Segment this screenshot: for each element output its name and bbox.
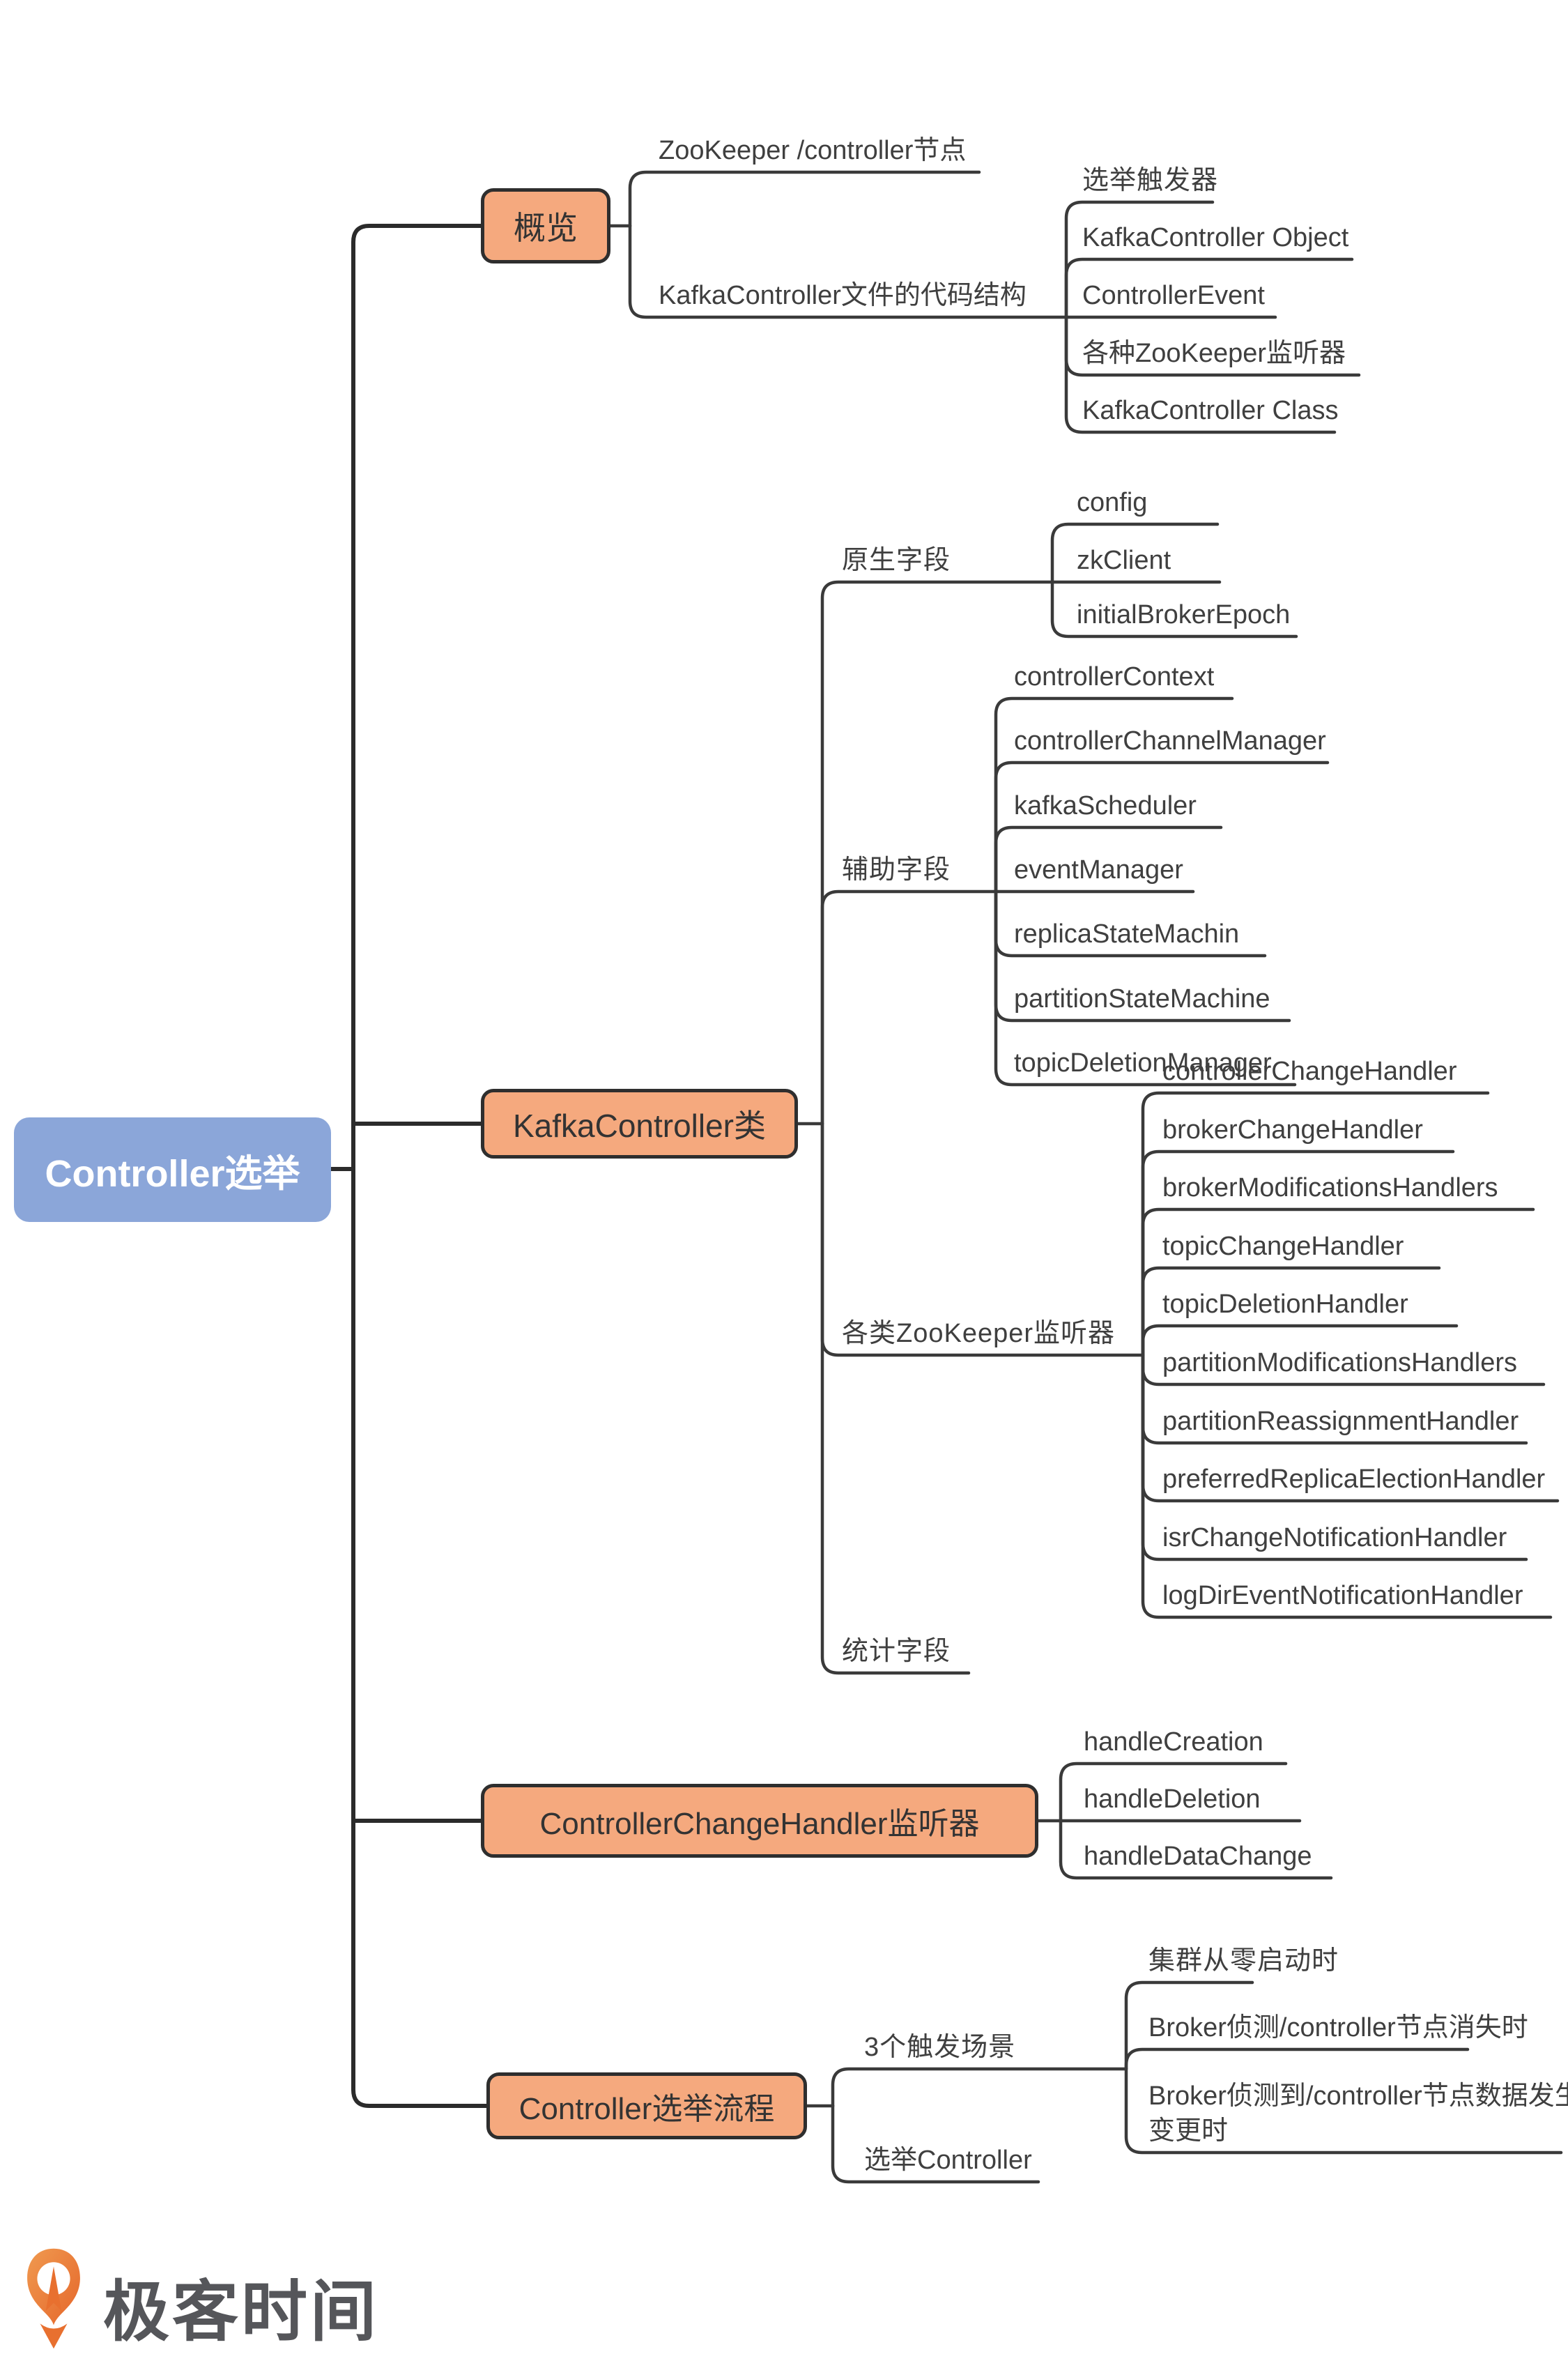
topic-config[interactable]: config [1077,488,1148,517]
topic-controllerchangehandler[interactable]: controllerChangeHandler [1162,1057,1457,1086]
topic-isrchangenotificationhandler[interactable]: isrChangeNotificationHandler [1162,1523,1507,1552]
topic-zookeeper-controller-node[interactable]: ZooKeeper /controller节点 [659,136,967,165]
topic-logdireventnotificationhandler[interactable]: logDirEventNotificationHandler [1162,1581,1523,1610]
topic-topicdeletionmanager[interactable]: topicDeletionManager [1014,1048,1272,1078]
topic-label: KafkaController类 [512,1108,767,1144]
topic-partitionmodificationshandlers[interactable]: partitionModificationsHandlers [1162,1348,1518,1377]
topic-statistics-fields[interactable]: 统计字段 [842,1637,951,1666]
topic-handledeletion[interactable]: handleDeletion [1084,1785,1261,1814]
topic-election-trigger[interactable]: 选举触发器 [1082,166,1219,195]
topic-kafkacontroller-file-structure[interactable]: KafkaController文件的代码结构 [659,281,1027,310]
topic-brokerchangehandler[interactable]: brokerChangeHandler [1162,1115,1423,1145]
topic-kafkacontroller-object[interactable]: KafkaController Object [1082,223,1349,252]
topic-initialbrokerepoch[interactable]: initialBrokerEpoch [1077,600,1291,629]
topic-topicdeletionhandler[interactable]: topicDeletionHandler [1162,1290,1408,1319]
topic-kafkascheduler[interactable]: kafkaScheduler [1014,791,1197,820]
topic-controllerchannelmanager[interactable]: controllerChannelManager [1014,726,1326,756]
topic-box-overview[interactable]: 概览 [481,188,610,263]
topic-partitionstatemachine[interactable]: partitionStateMachine [1014,984,1270,1014]
topic-zkclient[interactable]: zkClient [1077,546,1171,575]
topic-partitionreassignmenthandler[interactable]: partitionReassignmentHandler [1162,1407,1519,1436]
topic-preferredreplicaelectionhandler[interactable]: preferredReplicaElectionHandler [1162,1465,1546,1494]
topic-handledatachange[interactable]: handleDataChange [1084,1842,1312,1871]
topic-kafkacontroller-class-item[interactable]: KafkaController Class [1082,396,1339,425]
topic-elect-controller[interactable]: 选举Controller [864,2146,1032,2175]
topic-topicchangehandler[interactable]: topicChangeHandler [1162,1232,1404,1261]
topic-box-election-flow[interactable]: Controller选举流程 [486,2072,807,2139]
root-topic-label: Controller选举 [45,1152,300,1195]
topic-three-trigger-scenes[interactable]: 3个触发场景 [864,2033,1016,2062]
topic-replicastatemachin[interactable]: replicaStateMachin [1014,919,1240,949]
topic-box-kafkacontroller-class[interactable]: KafkaController类 [481,1089,798,1159]
topic-broker-detect-node-data-change[interactable]: Broker侦测到/controller节点数据发生变更时 [1148,2081,1568,2146]
topic-handlecreation[interactable]: handleCreation [1084,1727,1263,1757]
topic-brokermodificationshandlers[interactable]: brokerModificationsHandlers [1162,1173,1498,1202]
geektime-logo-icon [27,2248,80,2349]
topic-auxiliary-fields[interactable]: 辅助字段 [842,855,951,885]
topic-label: 概览 [514,210,578,246]
topic-broker-detect-node-gone[interactable]: Broker侦测/controller节点消失时 [1148,2013,1528,2042]
root-topic[interactable]: Controller选举 [14,1117,331,1222]
topic-controllerevent[interactable]: ControllerEvent [1082,281,1265,310]
topic-label: ControllerChangeHandler监听器 [539,1807,980,1841]
topic-eventmanager[interactable]: eventManager [1014,855,1183,885]
topic-cluster-cold-start[interactable]: 集群从零启动时 [1148,1946,1339,1976]
topic-native-fields[interactable]: 原生字段 [842,546,951,575]
topic-controllercontext[interactable]: controllerContext [1014,662,1215,692]
topic-zookeeper-handler-group[interactable]: 各类ZooKeeper监听器 [842,1319,1116,1348]
topic-label: Controller选举流程 [518,2092,775,2126]
topic-box-controllerchangehandler[interactable]: ControllerChangeHandler监听器 [481,1784,1038,1858]
geektime-logo [25,2246,82,2351]
geektime-logo-text: 极客时间 [103,2275,380,2349]
topic-zookeeper-listeners[interactable]: 各种ZooKeeper监听器 [1082,339,1346,368]
